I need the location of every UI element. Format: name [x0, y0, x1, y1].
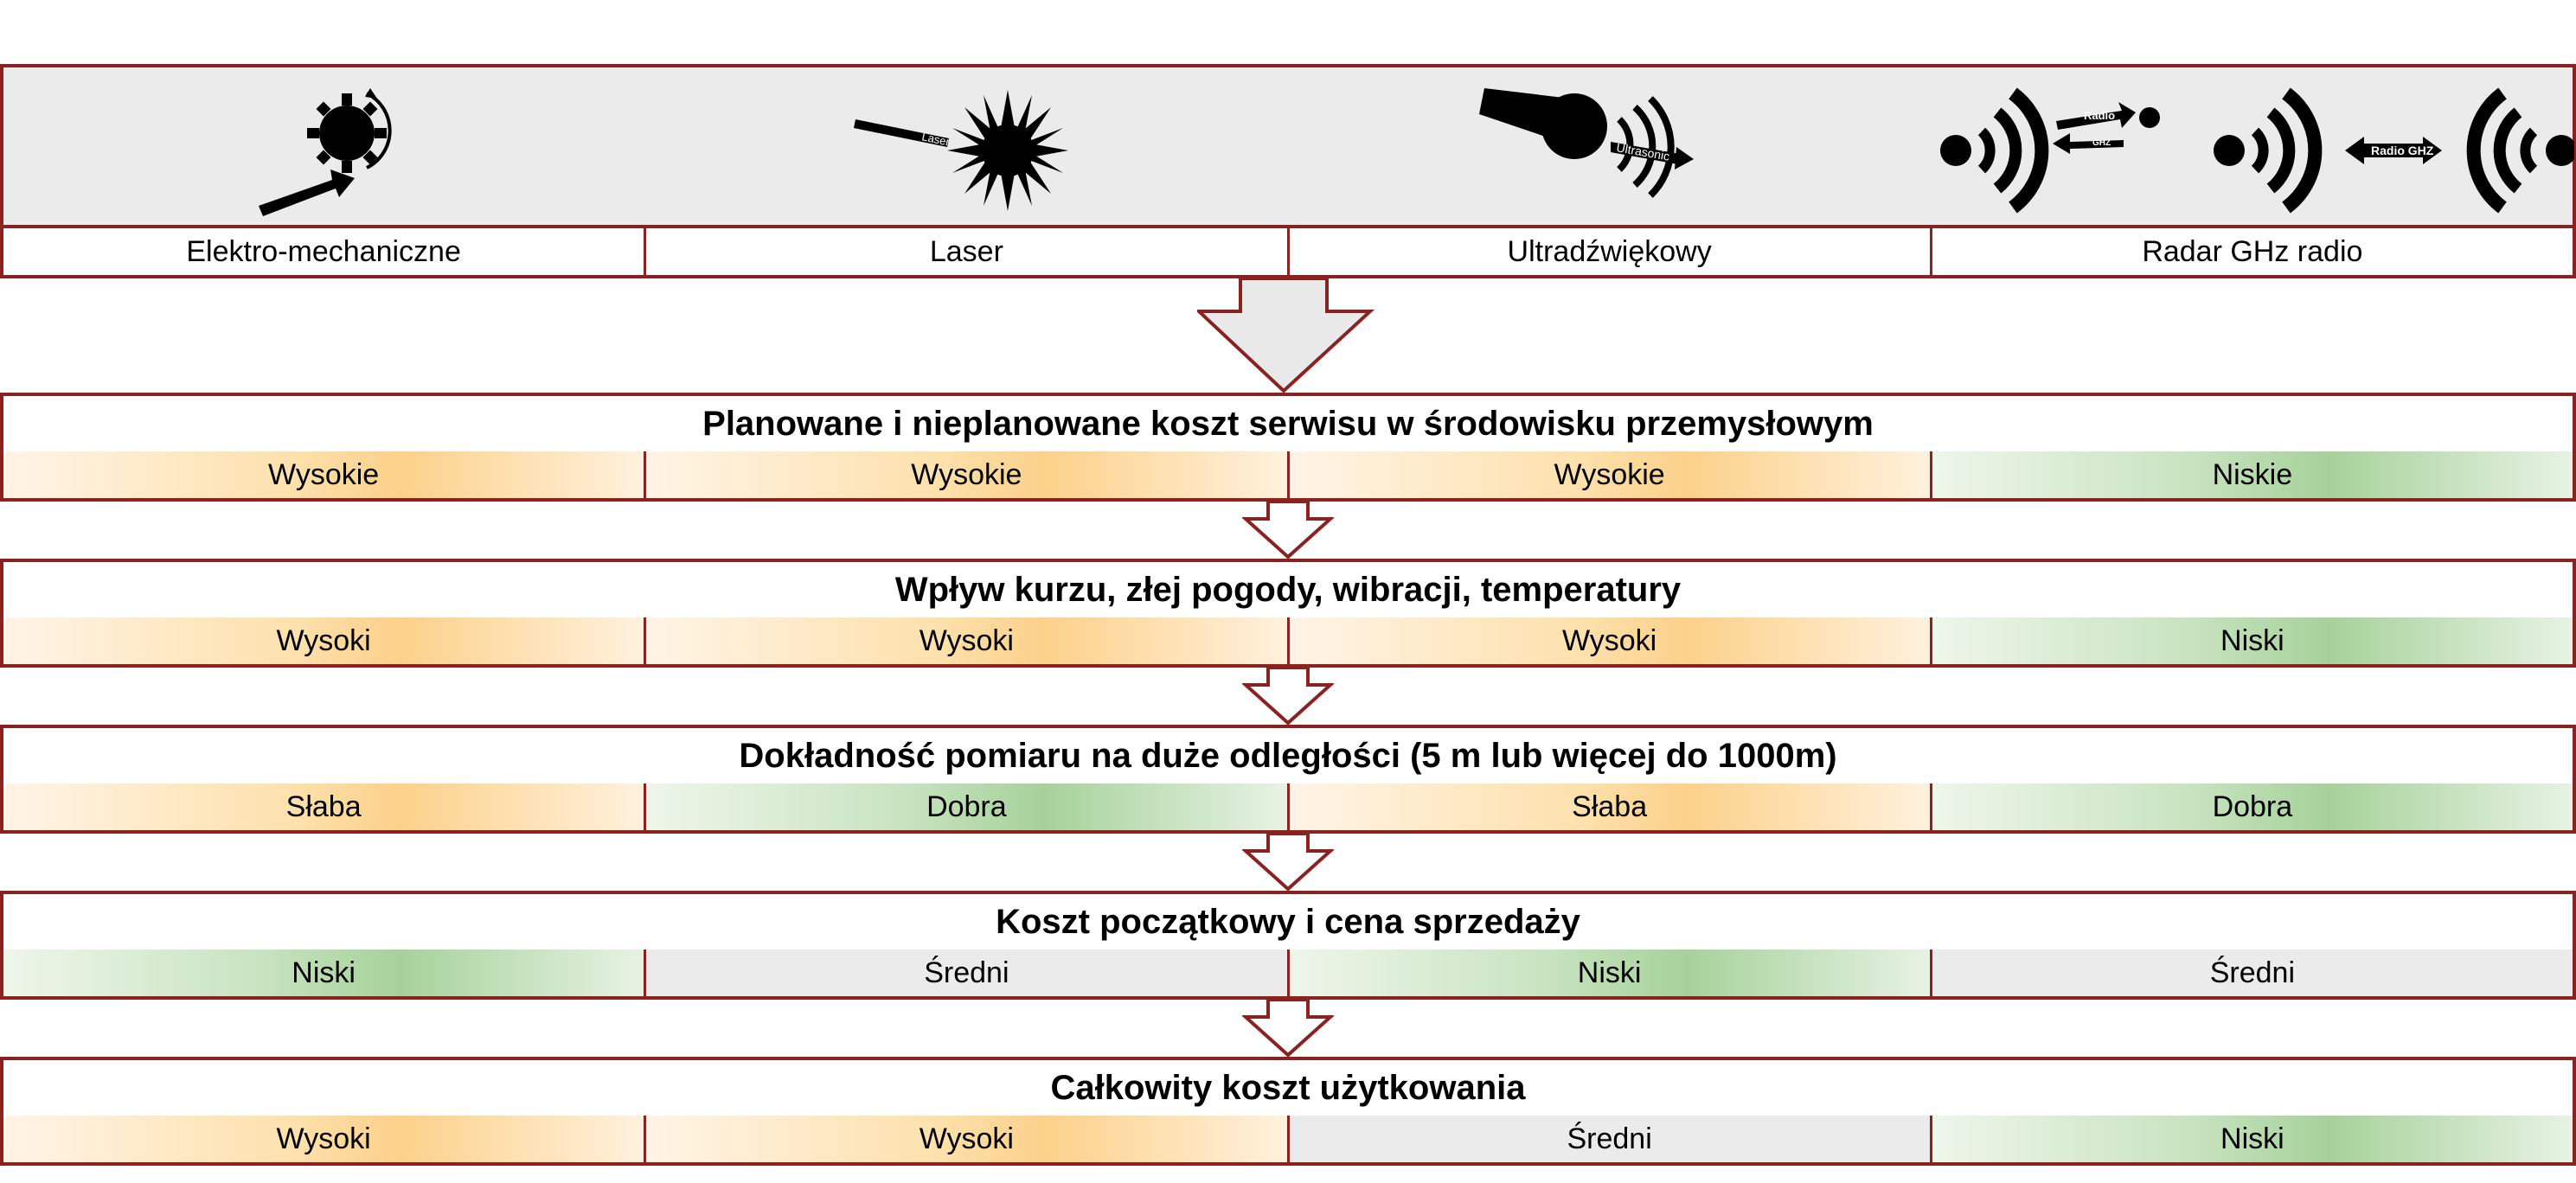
rating-cell: Dobra	[646, 783, 1290, 830]
rating-cell: Wysoki	[3, 1116, 647, 1162]
rating-cell: Słaba	[3, 783, 647, 830]
section-service-cost: Planowane i nieplanowane koszt serwisu w…	[0, 393, 2576, 502]
section-title: Koszt początkowy i cena sprzedaży	[3, 894, 2573, 952]
small-down-arrow	[1242, 832, 1334, 892]
rating-cell: Niski	[1932, 1116, 2573, 1162]
section-environment-impact: Wpływ kurzu, złej pogody, wibracji, temp…	[0, 559, 2576, 668]
laser-icon-text: Laser	[920, 130, 952, 149]
rating-cell: Wysoki	[3, 617, 647, 664]
small-down-arrow	[1242, 500, 1334, 560]
radio-waves-icon: Radio GHZ Radio GHZ	[1932, 67, 2574, 228]
big-down-arrow	[1197, 277, 1375, 393]
radio-ghz-icon-text: Radio GHZ	[2371, 144, 2434, 157]
section-title: Całkowity koszt użytkowania	[3, 1060, 2573, 1118]
technology-label-electromechanical: Elektro-mechaniczne	[3, 228, 647, 275]
rating-cell: Niski	[3, 950, 647, 996]
laser-burst-icon: Laser	[646, 67, 1289, 228]
technology-icon-panel: Laser	[0, 64, 2576, 228]
section-measurement-accuracy: Dokładność pomiaru na duże odległości (5…	[0, 725, 2576, 834]
rating-cell: Średni	[646, 950, 1290, 996]
rating-cell: Średni	[1932, 950, 2573, 996]
rating-cell: Niskie	[1932, 451, 2573, 498]
ultrasonic-icon: Ultrasonic	[1289, 67, 1932, 228]
radio-icon-text: Radio	[2084, 109, 2115, 122]
rating-cell: Słaba	[1289, 783, 1932, 830]
rating-cell: Dobra	[1932, 783, 2573, 830]
rating-cell: Wysoki	[646, 1116, 1290, 1162]
ghz-icon-text: GHZ	[2092, 138, 2111, 148]
rating-cell: Wysoki	[1289, 617, 1932, 664]
technology-label-laser: Laser	[646, 228, 1290, 275]
rating-cell: Wysokie	[1289, 451, 1932, 498]
rating-cell: Niski	[1289, 950, 1932, 996]
small-down-arrow	[1242, 666, 1334, 726]
section-total-cost-of-ownership: Całkowity koszt użytkowania Wysoki Wysok…	[0, 1057, 2576, 1166]
rating-cell: Wysokie	[3, 451, 647, 498]
small-down-arrow	[1242, 998, 1334, 1058]
technology-label-radar: Radar GHz radio	[2142, 234, 2363, 268]
section-title: Planowane i nieplanowane koszt serwisu w…	[3, 396, 2573, 454]
rating-cell: Niski	[1932, 617, 2573, 664]
rating-cell: Wysoki	[646, 617, 1290, 664]
technology-label-ultrasonic: Ultradźwiękowy	[1290, 228, 1932, 275]
section-title: Wpływ kurzu, złej pogody, wibracji, temp…	[3, 562, 2573, 620]
gear-pushrod-icon	[3, 67, 646, 228]
technology-labels-row: Elektro-mechaniczne Laser Ultradźwiękowy…	[0, 225, 2576, 278]
section-initial-cost: Koszt początkowy i cena sprzedaży Niski …	[0, 891, 2576, 1000]
rating-cell: Średni	[1289, 1116, 1932, 1162]
section-title: Dokładność pomiaru na duże odległości (5…	[3, 728, 2573, 786]
rating-cell: Wysokie	[646, 451, 1290, 498]
